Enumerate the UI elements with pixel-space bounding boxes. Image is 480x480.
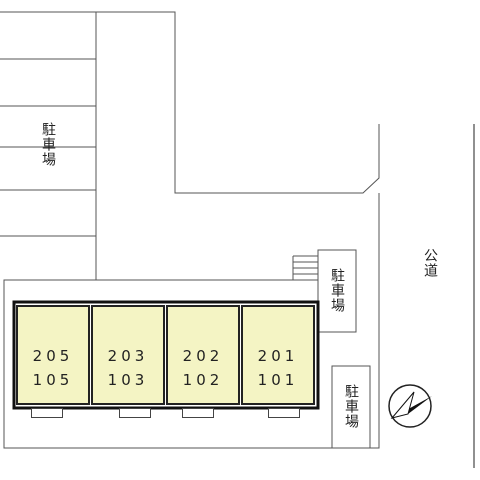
unit-number-lower: 103: [107, 371, 149, 389]
site-boundary-upper: [96, 11, 380, 194]
unit-number-upper: 201: [257, 347, 299, 365]
balcony: [268, 408, 300, 418]
stairs: [292, 255, 318, 280]
unit-number-upper: 203: [107, 347, 149, 365]
unit-block-201-101: 201 101: [241, 305, 315, 405]
unit-number-lower: 105: [32, 371, 74, 389]
site-boundary-right: [3, 193, 380, 449]
unit-block-203-103: 203 103: [91, 305, 165, 405]
right-parking-top-box: [317, 249, 357, 333]
building-outline: [12, 300, 320, 410]
balcony: [119, 408, 151, 418]
balcony: [31, 408, 63, 418]
parking-label-left: 駐車場: [40, 122, 56, 167]
parking-label-right-bottom: 駐車場: [343, 384, 359, 429]
parking-label-right-top: 駐車場: [329, 268, 345, 313]
unit-number-lower: 102: [182, 371, 224, 389]
unit-number-upper: 205: [32, 347, 74, 365]
public-road-label: 公道: [422, 248, 438, 278]
unit-number-lower: 101: [257, 371, 299, 389]
north-arrow-icon: [388, 384, 432, 428]
unit-number-upper: 202: [182, 347, 224, 365]
unit-block-202-102: 202 102: [166, 305, 240, 405]
right-parking-bottom-box: [331, 365, 371, 449]
balcony: [182, 408, 214, 418]
unit-block-205-105: 205 105: [16, 305, 90, 405]
